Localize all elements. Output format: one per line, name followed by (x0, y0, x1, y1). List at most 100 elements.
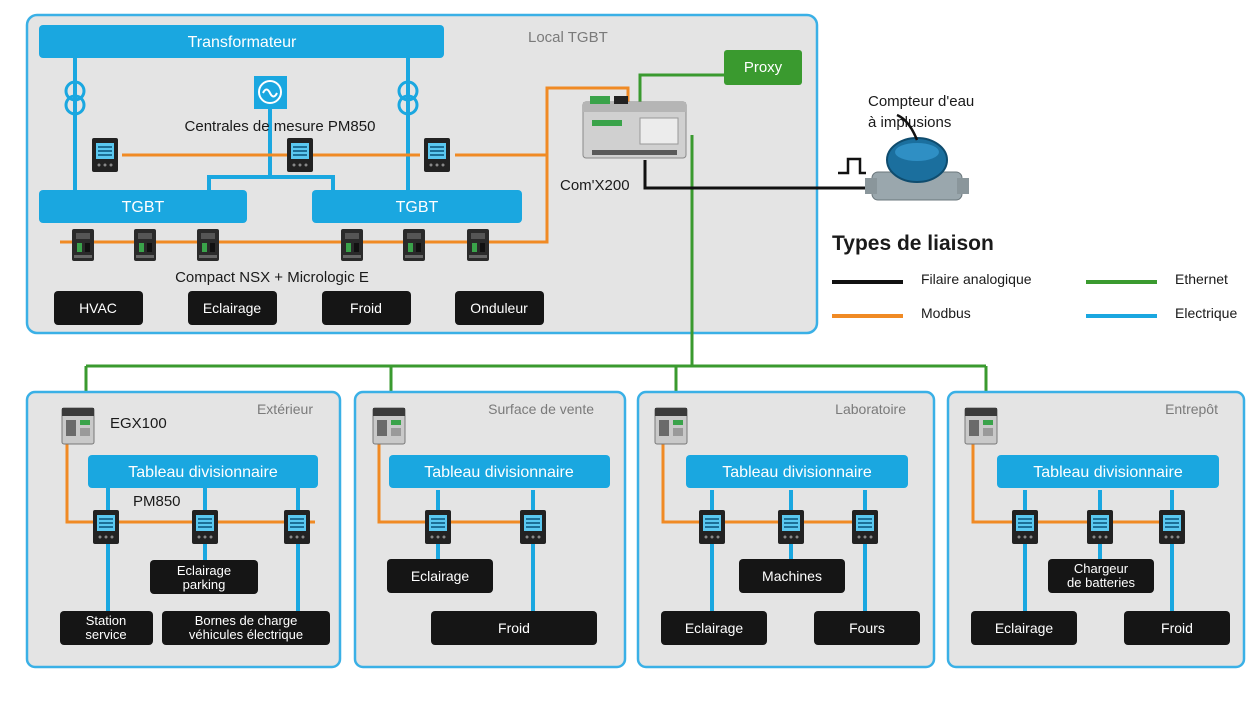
panel-box-exterieur (88, 455, 318, 488)
local-electric-lines (73, 58, 410, 190)
load-box-machines (739, 559, 845, 593)
egx-gateway-icon (61, 407, 95, 445)
load-label-eclairage-parking-l2: parking (183, 577, 226, 592)
egx-gateway-icon (372, 407, 406, 445)
pm850-meter-icon (425, 510, 451, 544)
load-label-station-service-l2: service (85, 627, 126, 642)
load-label-hvac: HVAC (79, 300, 117, 316)
zone-exterieur-label: Extérieur (257, 401, 313, 417)
pm850-meter-icon (1159, 510, 1185, 544)
egx-gateway-icon (654, 407, 688, 445)
pm850-meter-icon (192, 510, 218, 544)
load-label-station-service-l1: Station (86, 613, 126, 628)
egx-gateway-icon (964, 407, 998, 445)
load-box-bornes-charge (162, 611, 330, 645)
zone-surface-vente-label: Surface de vente (488, 401, 594, 417)
tgbt-right-box (312, 190, 522, 223)
zone-local-tgbt-label: Local TGBT (528, 29, 608, 46)
pulse-signal-icon (838, 157, 866, 175)
water-meter-label-line2: à implusions (868, 114, 951, 131)
breaker-icon (467, 229, 489, 261)
panel-box-laboratoire (686, 455, 908, 488)
panel-label-entrepot: Tableau divisionnaire (1033, 464, 1183, 481)
panel-label-laboratoire: Tableau divisionnaire (722, 464, 872, 481)
load-label-froid: Froid (350, 300, 382, 316)
load-box-fours (814, 611, 920, 645)
transformer-label: Transformateur (188, 34, 297, 51)
load-label-sv-froid: Froid (498, 620, 530, 636)
local-ethernet-lines (638, 73, 724, 366)
load-box-sv-froid (431, 611, 597, 645)
load-box-froid (322, 291, 411, 325)
breaker-icon (72, 229, 94, 261)
egx-label: EGX100 (110, 415, 167, 432)
ac-source-circle (258, 80, 282, 104)
load-box-ent-froid (1124, 611, 1230, 645)
load-label-onduleur: Onduleur (470, 300, 528, 316)
breaker-icon (403, 229, 425, 261)
local-modbus-lines (60, 86, 630, 244)
pm850-meter-icon (284, 510, 310, 544)
pm850-meter-icon (287, 138, 313, 172)
load-label-ent-froid: Froid (1161, 620, 1193, 636)
load-box-ent-eclairage (971, 611, 1077, 645)
pm850-meter-icon (699, 510, 725, 544)
pm850-meter-icon (1012, 510, 1038, 544)
pm850-meter-icon (92, 138, 118, 172)
pm850-meter-icon (1087, 510, 1113, 544)
breaker-icon (341, 229, 363, 261)
pm850-meter-icon (778, 510, 804, 544)
tgbt-left-label: TGBT (122, 199, 165, 216)
load-label-eclairage-parking-l1: Eclairage (177, 563, 231, 578)
pm850-meter-icon (93, 510, 119, 544)
load-label-lab-eclairage: Eclairage (685, 620, 744, 636)
load-box-eclairage-parking (150, 560, 258, 594)
tgbt-right-label: TGBT (396, 199, 439, 216)
legend-label-modbus: Modbus (921, 305, 971, 321)
panel-label-exterieur: Tableau divisionnaire (128, 464, 278, 481)
load-label-bornes-charge-l2: véhicules électrique (189, 627, 303, 642)
load-label-fours: Fours (849, 620, 885, 636)
zone-exterieur-modbus (65, 440, 315, 524)
water-meter-icon (865, 113, 969, 201)
breaker-icon (197, 229, 219, 261)
load-label-chargeur-l2: de batteries (1067, 575, 1135, 590)
tgbt-left-box (39, 190, 247, 223)
load-label-sv-eclairage: Eclairage (411, 568, 470, 584)
load-label-eclairage: Eclairage (203, 300, 262, 316)
legend-label-ethernet: Ethernet (1175, 271, 1228, 287)
load-box-hvac (54, 291, 143, 325)
pm850-meter-icon (852, 510, 878, 544)
pm850-meter-icon (520, 510, 546, 544)
pm850-meter-icon (424, 138, 450, 172)
load-label-chargeur-l1: Chargeur (1074, 561, 1129, 576)
load-label-ent-eclairage: Eclairage (995, 620, 1054, 636)
comx200-device-icon (582, 96, 687, 159)
load-box-eclairage (188, 291, 277, 325)
load-label-bornes-charge-l1: Bornes de charge (195, 613, 298, 628)
panel-box-surface-vente (389, 455, 610, 488)
legend-label-electric: Electrique (1175, 305, 1237, 321)
proxy-box (724, 50, 802, 85)
load-label-machines: Machines (762, 568, 822, 584)
zone-laboratoire-label: Laboratoire (835, 401, 906, 417)
panel-label-surface-vente: Tableau divisionnaire (424, 464, 574, 481)
legend-label-analog: Filaire analogique (921, 271, 1032, 287)
load-box-chargeur (1048, 559, 1154, 593)
meters-label: Centrales de mesure PM850 (185, 118, 376, 135)
legend-title: Types de liaison (832, 232, 994, 255)
zone-entrepot-label: Entrepôt (1165, 401, 1218, 417)
load-box-onduleur (455, 291, 544, 325)
breakers-label: Compact NSX + Micrologic E (175, 269, 369, 286)
ac-source-wave (262, 88, 278, 98)
analog-line (643, 160, 880, 190)
proxy-label: Proxy (744, 59, 783, 76)
load-box-station-service (60, 611, 153, 645)
comx200-label: Com'X200 (560, 177, 630, 194)
panel-box-entrepot (997, 455, 1219, 488)
transformer-bar (39, 25, 444, 58)
pm850-label: PM850 (133, 493, 181, 510)
breaker-icon (134, 229, 156, 261)
water-meter-label-line1: Compteur d'eau (868, 93, 974, 110)
